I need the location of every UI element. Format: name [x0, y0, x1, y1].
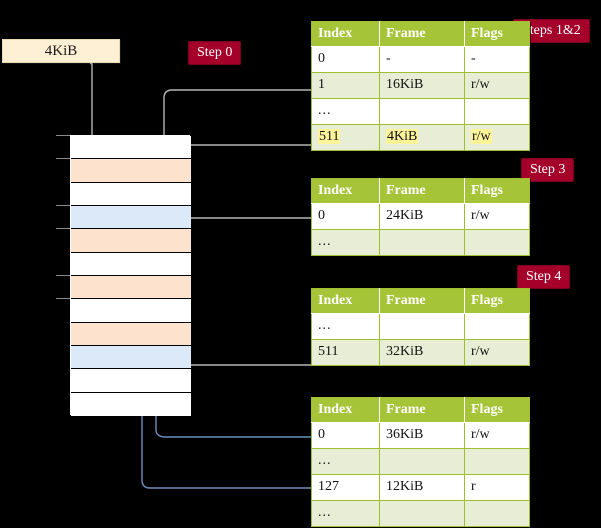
memory-frame-row	[71, 299, 191, 323]
table-cell	[379, 500, 465, 527]
highlighted-value: 4KiB	[386, 129, 419, 144]
table-cell: 24KiB	[379, 203, 465, 230]
table-row[interactable]: 511 4KiB r/w	[311, 124, 530, 151]
table-cell: ...	[311, 448, 380, 475]
memory-frame-row	[71, 136, 191, 160]
memory-tick	[56, 275, 70, 276]
memory-tick	[56, 205, 70, 206]
page-table-level-4-header-flags: Flags	[464, 397, 530, 423]
badge-steps-1-2-label: Steps 1&2	[522, 23, 581, 38]
highlighted-value: r/w	[471, 129, 492, 144]
table-cell: r/w	[464, 72, 530, 99]
table-cell: r	[464, 474, 530, 501]
badge-step-0: Step 0	[188, 41, 242, 65]
memory-tick	[56, 298, 70, 299]
table-cell: 511	[311, 339, 380, 366]
page-table-level-1-header-flags: Flags	[464, 21, 530, 47]
table-cell: 0	[311, 46, 380, 73]
page-table-level-2-header-flags: Flags	[464, 178, 530, 204]
table-cell	[464, 500, 530, 527]
page-table-level-1-header-frame: Frame	[379, 21, 465, 47]
table-cell	[464, 313, 530, 340]
badge-step-4: Step 4	[517, 265, 571, 289]
table-cell: 12KiB	[379, 474, 465, 501]
table-cell	[379, 448, 465, 475]
table-cell: r/w	[464, 339, 530, 366]
table-cell: r/w	[464, 203, 530, 230]
badge-step-4-label: Step 4	[526, 269, 562, 284]
table-cell	[379, 229, 465, 256]
table-row[interactable]: ...	[311, 500, 530, 527]
table-row[interactable]: ...	[311, 229, 530, 256]
table-cell	[464, 448, 530, 475]
table-cell: -	[464, 46, 530, 73]
memory-frame-row	[71, 252, 191, 276]
page-table-level-3-header-frame: Frame	[379, 288, 465, 314]
table-row[interactable]: 0--	[311, 46, 530, 73]
table-row[interactable]: ...	[311, 313, 530, 340]
frame-size-box: 4KiB	[2, 39, 120, 63]
highlighted-value: 511	[318, 129, 341, 144]
table-cell: 511	[311, 124, 380, 151]
memory-frame-row	[71, 229, 191, 253]
table-cell: ...	[311, 313, 380, 340]
page-table-level-3-header-index: Index	[311, 288, 380, 314]
page-table-level-1-header-index: Index	[311, 21, 380, 47]
badge-step-0-label: Step 0	[197, 45, 233, 60]
page-table-level-4-header-index: Index	[311, 397, 380, 423]
page-table-level-4-header-frame: Frame	[379, 397, 465, 423]
frame-size-label: 4KiB	[44, 43, 78, 59]
table-cell: 32KiB	[379, 339, 465, 366]
memory-frame-row	[71, 369, 191, 393]
table-cell: 127	[311, 474, 380, 501]
page-table-level-2-header-index: Index	[311, 178, 380, 204]
table-row[interactable]: ...	[311, 448, 530, 475]
table-cell	[464, 229, 530, 256]
memory-frame-row	[71, 206, 191, 230]
memory-frame-row	[71, 182, 191, 206]
table-cell	[379, 313, 465, 340]
memory-tick	[56, 158, 70, 159]
memory-tick	[56, 135, 70, 136]
table-cell: 1	[311, 72, 380, 99]
memory-tick	[56, 228, 70, 229]
table-cell: 36KiB	[379, 422, 465, 449]
table-cell: -	[379, 46, 465, 73]
table-cell: ...	[311, 500, 380, 527]
table-cell: ...	[311, 229, 380, 256]
memory-frame-row	[71, 346, 191, 370]
badge-step-3-label: Step 3	[530, 162, 566, 177]
memory-frame-row	[71, 159, 191, 183]
memory-frame-row	[71, 322, 191, 346]
table-cell: 16KiB	[379, 72, 465, 99]
table-cell: 0	[311, 203, 380, 230]
table-cell	[464, 98, 530, 125]
table-cell	[379, 98, 465, 125]
table-cell: ...	[311, 98, 380, 125]
table-row[interactable]: ...	[311, 98, 530, 125]
physical-memory-column	[70, 135, 191, 416]
memory-frame-row	[71, 276, 191, 300]
table-cell: 4KiB	[379, 124, 465, 151]
page-table-level-3-header-flags: Flags	[464, 288, 530, 314]
memory-frame-row	[71, 392, 191, 416]
table-cell: 0	[311, 422, 380, 449]
page-table-level-2-header-frame: Frame	[379, 178, 465, 204]
table-cell: r/w	[464, 124, 530, 151]
table-cell: r/w	[464, 422, 530, 449]
